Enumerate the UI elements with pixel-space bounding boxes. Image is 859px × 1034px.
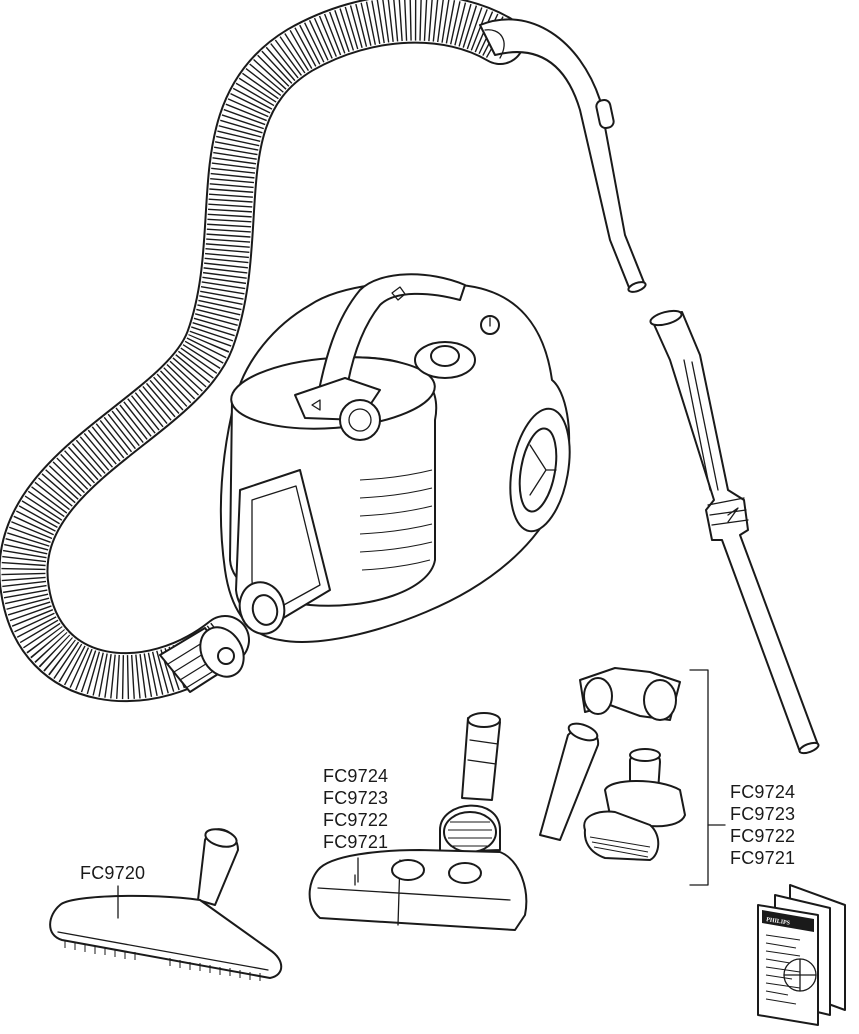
accessory-model-list: FC9724 FC9723 FC9722 FC9721 (730, 781, 795, 869)
telescopic-tube (649, 309, 820, 755)
accessory-bracket (689, 669, 726, 886)
hard-floor-model-label: FC9720 (80, 862, 145, 884)
nozzle-model-3: FC9722 (323, 810, 389, 830)
hose-handle (479, 18, 647, 293)
accessory-model-2: FC9723 (730, 804, 796, 824)
accessory-model-4: FC9721 (730, 848, 796, 868)
crevice-tool (539, 722, 600, 841)
nozzle-model-4: FC9721 (323, 832, 389, 852)
upholstery-tool (604, 748, 686, 828)
hose (0, 0, 525, 703)
hard-floor-nozzle (49, 828, 283, 981)
hose-connector (159, 626, 245, 693)
hard-floor-model: FC9720 (80, 863, 146, 883)
dusting-brush (583, 810, 660, 861)
nozzle-model-list: FC9724 FC9723 FC9722 FC9721 (323, 765, 388, 853)
accessory-clip (579, 667, 681, 721)
nozzle-model-2: FC9723 (323, 788, 389, 808)
user-manual-icon: PHILIPS (757, 884, 846, 1026)
accessory-model-3: FC9722 (730, 826, 796, 846)
multi-purpose-nozzle (308, 712, 528, 931)
nozzle-model-1: FC9724 (323, 766, 389, 786)
manual-brand: PHILIPS (766, 917, 791, 927)
vacuum-body (219, 273, 571, 643)
accessory-model-1: FC9724 (730, 782, 796, 802)
